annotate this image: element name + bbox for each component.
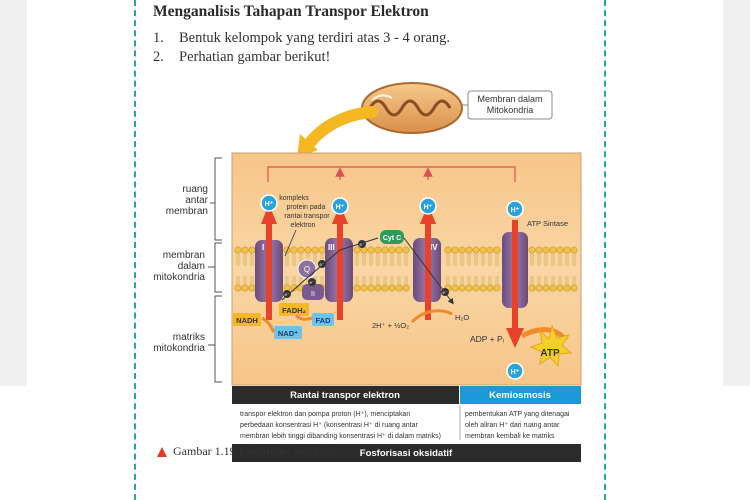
complex-label-i: I bbox=[262, 243, 264, 252]
membrane-bilayer bbox=[234, 246, 578, 292]
q-label: Q bbox=[304, 265, 310, 274]
svg-text:H⁺: H⁺ bbox=[511, 369, 520, 376]
fad-badge bbox=[312, 313, 334, 326]
proton-balls: H⁺ H⁺ H⁺ H⁺ H⁺ bbox=[260, 194, 524, 380]
section-title: Menganalisis Tahapan Transpor Elektron bbox=[153, 3, 429, 20]
svg-text:H⁺: H⁺ bbox=[336, 204, 345, 211]
mitochondrion-icon bbox=[361, 82, 463, 134]
proton-circuit-line bbox=[267, 166, 516, 182]
left-margin bbox=[0, 0, 27, 386]
complex-note-3: rantai transpor bbox=[284, 213, 330, 220]
complex-label-iii: III bbox=[328, 243, 335, 252]
complex-note-2: protein pada bbox=[287, 204, 326, 211]
bar-right-label: Kemiosmosis bbox=[489, 390, 551, 401]
label-matriks-2: mitokondria bbox=[153, 343, 205, 354]
desc-right-2: oleh aliran H⁺ dari ruang antar bbox=[465, 422, 560, 429]
step-list: 1.Bentuk kelompok yang terdiri atas 3 - … bbox=[153, 30, 450, 68]
list-item: 1.Bentuk kelompok yang terdiri atas 3 - … bbox=[153, 30, 451, 46]
svg-text:H⁺: H⁺ bbox=[511, 207, 520, 214]
label-ruang-1: ruang bbox=[182, 184, 208, 195]
svg-text:e⁻: e⁻ bbox=[320, 262, 326, 267]
bar-fosforisasi bbox=[232, 444, 581, 462]
desc-right-3: membran kembali ke matriks bbox=[465, 433, 555, 440]
label-ruang-3: membran bbox=[166, 206, 208, 217]
cyt-c-label: Cyt C bbox=[383, 235, 401, 242]
caption-text: Gambar 1.19 Fosforilasi oksidatif. bbox=[173, 444, 338, 458]
zoom-arrow-head bbox=[297, 134, 318, 158]
bottom-bar-label: Fosforisasi oksidatif bbox=[360, 448, 453, 459]
water-arrow bbox=[410, 309, 453, 324]
atp-synthase-label: ATP Sintase bbox=[527, 219, 568, 228]
fadh2-arrow bbox=[295, 314, 313, 321]
bar-rantai-transpor bbox=[232, 386, 459, 404]
electron-markers: e⁻ e⁻ e⁻ e⁻ e⁻ bbox=[283, 240, 449, 298]
bar-left-label: Rantai transpor elektron bbox=[290, 390, 400, 401]
caption-triangle-icon bbox=[157, 446, 167, 457]
right-margin bbox=[723, 0, 750, 386]
desc-left-2: perbedaan konsentrasi H⁺ (konsentrasi H⁺… bbox=[240, 422, 418, 429]
adp-label: ADP + Pᵢ bbox=[470, 334, 504, 344]
dashed-border-right bbox=[604, 0, 606, 500]
complex-note-1: kompleks bbox=[279, 195, 309, 202]
svg-text:e⁻: e⁻ bbox=[360, 242, 366, 247]
mito-label-line-1: Membran dalam bbox=[477, 94, 542, 104]
fadh2-badge bbox=[279, 303, 309, 316]
nad-badge bbox=[274, 326, 302, 339]
water-product: H₂O bbox=[455, 313, 469, 322]
bar-kemiosmosis bbox=[460, 386, 581, 404]
complex-label-iv: IV bbox=[430, 243, 438, 252]
svg-text:e⁻: e⁻ bbox=[285, 292, 291, 297]
zoom-arrow bbox=[300, 106, 378, 154]
nad-label: NAD⁺ bbox=[278, 329, 298, 338]
complex-label-ii: II bbox=[311, 291, 315, 298]
desc-left-3: membran lebih tinggi dibanding konsentra… bbox=[240, 433, 441, 440]
atp-label: ATP bbox=[540, 348, 560, 359]
water-reactants: 2H⁺ + ½O₂ bbox=[372, 321, 409, 330]
nadh-arrow bbox=[261, 316, 276, 334]
cyt-c bbox=[380, 230, 404, 244]
nadh-badge bbox=[233, 313, 261, 326]
mito-label-line-2: Mitokondria bbox=[487, 105, 534, 115]
diagram-panel bbox=[231, 152, 582, 386]
label-membran-3: mitokondria bbox=[153, 272, 205, 283]
svg-text:e⁻: e⁻ bbox=[310, 280, 316, 285]
figure-caption: Gambar 1.19 Fosforilasi oksidatif. bbox=[157, 444, 338, 459]
label-membran-1: membran bbox=[163, 250, 205, 261]
label-matriks-1: matriks bbox=[173, 332, 205, 343]
complex-ii bbox=[302, 284, 324, 300]
complex-note-pointer bbox=[284, 229, 297, 257]
svg-text:H⁺: H⁺ bbox=[265, 201, 274, 208]
label-ruang-2: antar bbox=[185, 195, 208, 206]
complex-note-4: elektron bbox=[291, 222, 316, 229]
svg-text:H⁺: H⁺ bbox=[424, 204, 433, 211]
left-labels: ruang antar membran membran dalam mitoko… bbox=[153, 157, 222, 383]
fadh2-label: FADH₂ bbox=[282, 306, 306, 315]
label-membran-2: dalam bbox=[178, 261, 205, 272]
dashed-border-left bbox=[134, 0, 136, 500]
list-item: 2.Perhatian gambar berikut! bbox=[153, 49, 331, 65]
fad-label: FAD bbox=[316, 316, 332, 325]
nadh-label: NADH bbox=[236, 316, 258, 325]
svg-text:e⁻: e⁻ bbox=[443, 290, 449, 295]
desc-left-1: transpor elektron dan pompa proton (H⁺),… bbox=[240, 411, 410, 418]
desc-right-1: pembentukan ATP yang ditenagai bbox=[465, 411, 570, 418]
atp-burst bbox=[529, 324, 573, 368]
